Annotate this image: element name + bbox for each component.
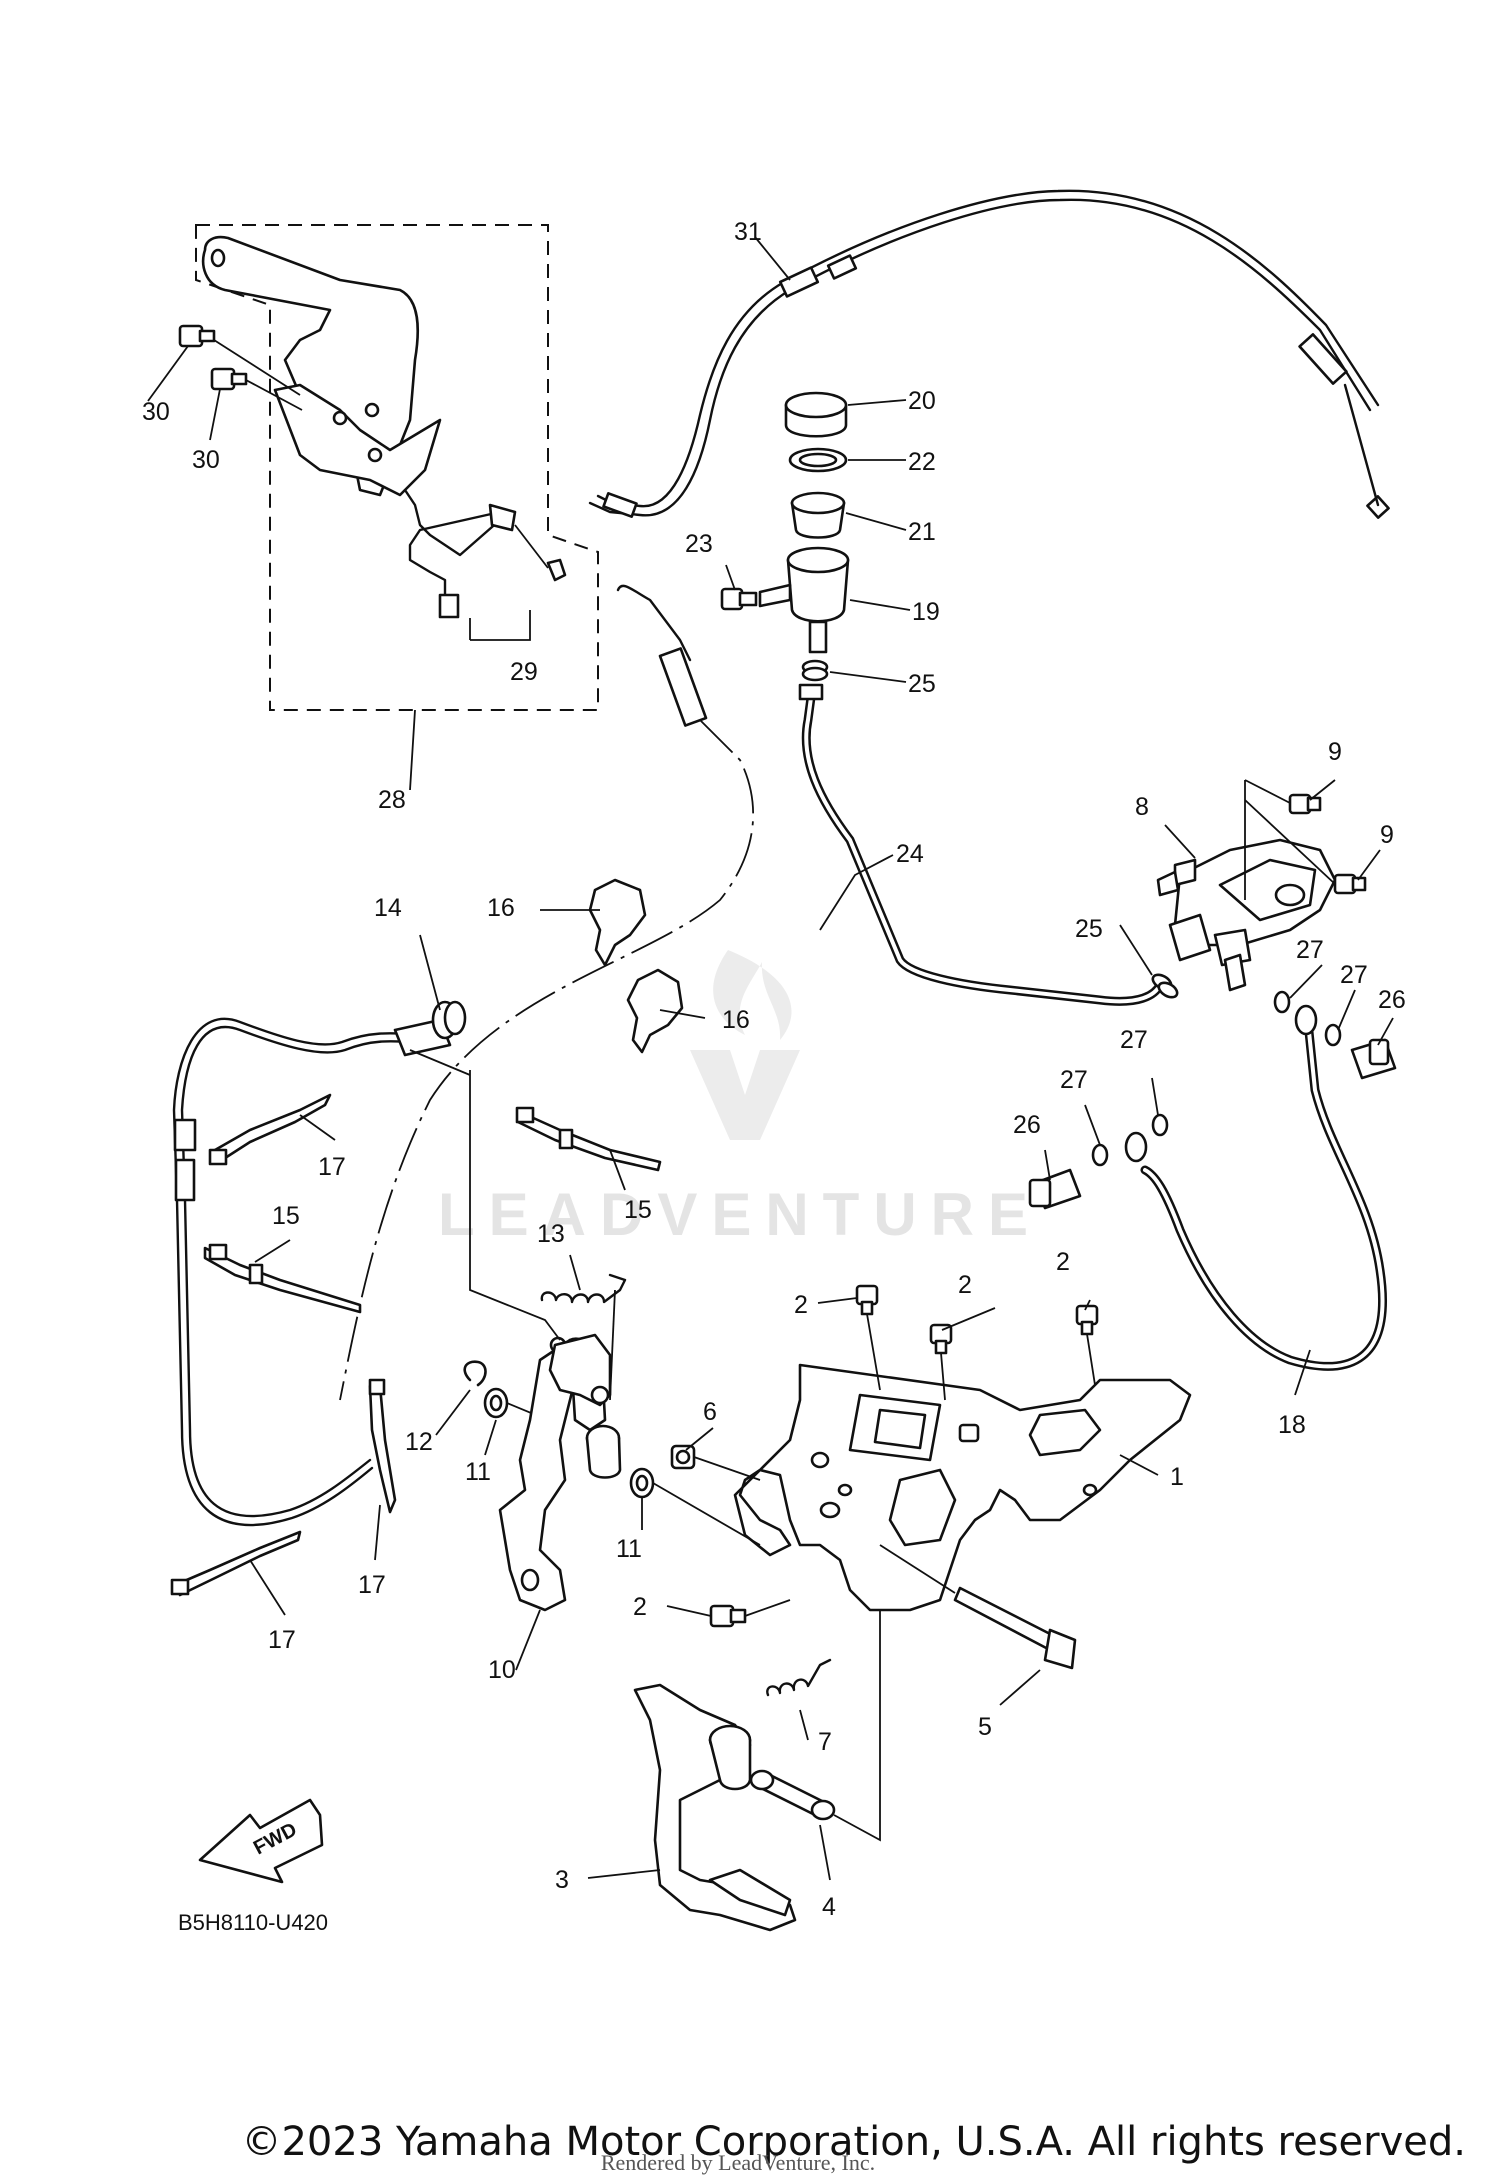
callout-17-lower: 17 [268, 1626, 296, 1654]
callout-26-right: 26 [1378, 986, 1406, 1014]
callout-13: 13 [537, 1220, 565, 1248]
callout-27-a: 27 [1296, 936, 1324, 964]
callout-10: 10 [488, 1656, 516, 1684]
watermark-text: LEADVENTURE [438, 1181, 1042, 1248]
callout-5: 5 [978, 1713, 992, 1741]
callout-12: 12 [405, 1428, 433, 1456]
bolt-30-centerlines [213, 339, 303, 411]
callout-28: 28 [378, 786, 406, 814]
pedal-bracket [733, 1363, 1192, 1612]
callout-7: 7 [818, 1728, 832, 1756]
callout-24: 24 [896, 840, 924, 868]
reservoir-bolt [720, 587, 758, 611]
brake-cable-long [339, 584, 754, 1401]
reservoir-diaphragm-plate [788, 447, 848, 473]
reservoir-hose [798, 683, 1165, 1006]
callout-17-middle: 17 [358, 1571, 386, 1599]
hose-clamp-upper [801, 659, 829, 682]
cable-clips-16 [588, 878, 684, 1054]
parking-brake-lever [201, 235, 442, 497]
return-spring-13 [540, 1273, 627, 1401]
parking-brake-cable [588, 189, 1390, 519]
callout-31: 31 [734, 218, 762, 246]
callout-16-lower: 16 [722, 1006, 750, 1034]
lever-pivot-plate [548, 1333, 612, 1407]
callout-15-right: 15 [624, 1196, 652, 1224]
diagram-code: B5H8110-U420 [178, 1910, 328, 1935]
callout-26-left: 26 [1013, 1111, 1041, 1139]
brake-hose [1124, 1004, 1387, 1371]
leadventure-watermark: LEADVENTURE [438, 950, 1042, 1248]
callout-9-upper: 9 [1328, 738, 1342, 766]
bolt-30-lower [210, 367, 248, 391]
callout-18: 18 [1278, 1411, 1306, 1439]
pedal-shaft-4 [749, 1610, 881, 1842]
callout-8: 8 [1135, 793, 1149, 821]
master-cylinder [1156, 838, 1337, 992]
callout-16-upper: 16 [487, 894, 515, 922]
callout-30-lower: 30 [192, 446, 220, 474]
union-bolts-26 [1028, 1038, 1397, 1210]
callout-2-right: 2 [1056, 1248, 1070, 1276]
pivot-bolt-5 [879, 1544, 1077, 1670]
rendered-by-notice: Rendered by LeadVenture, Inc. [601, 2150, 875, 2175]
bolt-30-upper [178, 324, 216, 348]
callout-19: 19 [912, 598, 940, 626]
callout-9-lower: 9 [1380, 821, 1394, 849]
callout-4: 4 [822, 1893, 836, 1921]
shift-cable-left [172, 1000, 471, 1527]
nut-6 [670, 1444, 761, 1481]
callout-29: 29 [510, 658, 538, 686]
callout-22: 22 [908, 448, 936, 476]
callout-1: 1 [1170, 1463, 1184, 1491]
fwd-arrow-icon: FWD [198, 1798, 324, 1884]
callout-27-b: 27 [1340, 961, 1368, 989]
parking-brake-switch [403, 488, 567, 641]
bolts-9 [1244, 779, 1367, 900]
lever-link-line [469, 1070, 561, 1341]
circlip-12 [463, 1360, 487, 1387]
callout-2-bottom: 2 [633, 1593, 647, 1621]
callout-30-upper: 30 [142, 398, 170, 426]
reservoir-tank [758, 546, 850, 654]
watermark-logo-icon [690, 950, 800, 1140]
callout-11-right: 11 [616, 1535, 642, 1563]
callout-15-left: 15 [272, 1202, 300, 1230]
callout-11-left: 11 [465, 1458, 491, 1486]
callout-6: 6 [703, 1398, 717, 1426]
reservoir-cap [784, 391, 848, 438]
brake-pedal [633, 1683, 797, 1932]
bolts-2 [709, 1284, 1099, 1628]
callout-27-d: 27 [1060, 1066, 1088, 1094]
callout-17-upper: 17 [318, 1153, 346, 1181]
callout-21: 21 [908, 518, 936, 546]
callout-2-top: 2 [794, 1291, 808, 1319]
callout-23: 23 [685, 530, 713, 558]
callout-labels: 1 2 2 2 2 3 4 5 6 7 8 9 9 10 11 11 12 13… [142, 218, 1406, 1921]
hose-clamp-lower [1151, 973, 1179, 999]
callout-leaders [147, 236, 1394, 1881]
reservoir-diaphragm [790, 491, 846, 539]
pedal-spring-7 [766, 1658, 832, 1697]
copyright-notice: ©2023 Yamaha Motor Corporation, U.S.A. A… [241, 2119, 1466, 2165]
callout-20: 20 [908, 387, 936, 415]
callout-3: 3 [555, 1866, 569, 1894]
callout-25-upper: 25 [908, 670, 936, 698]
cable-ties [170, 1093, 662, 1597]
callout-27-c: 27 [1120, 1026, 1148, 1054]
callout-25-lower: 25 [1075, 915, 1103, 943]
gaskets-27 [1091, 990, 1342, 1167]
callout-14: 14 [374, 894, 402, 922]
callout-2-middle: 2 [958, 1271, 972, 1299]
